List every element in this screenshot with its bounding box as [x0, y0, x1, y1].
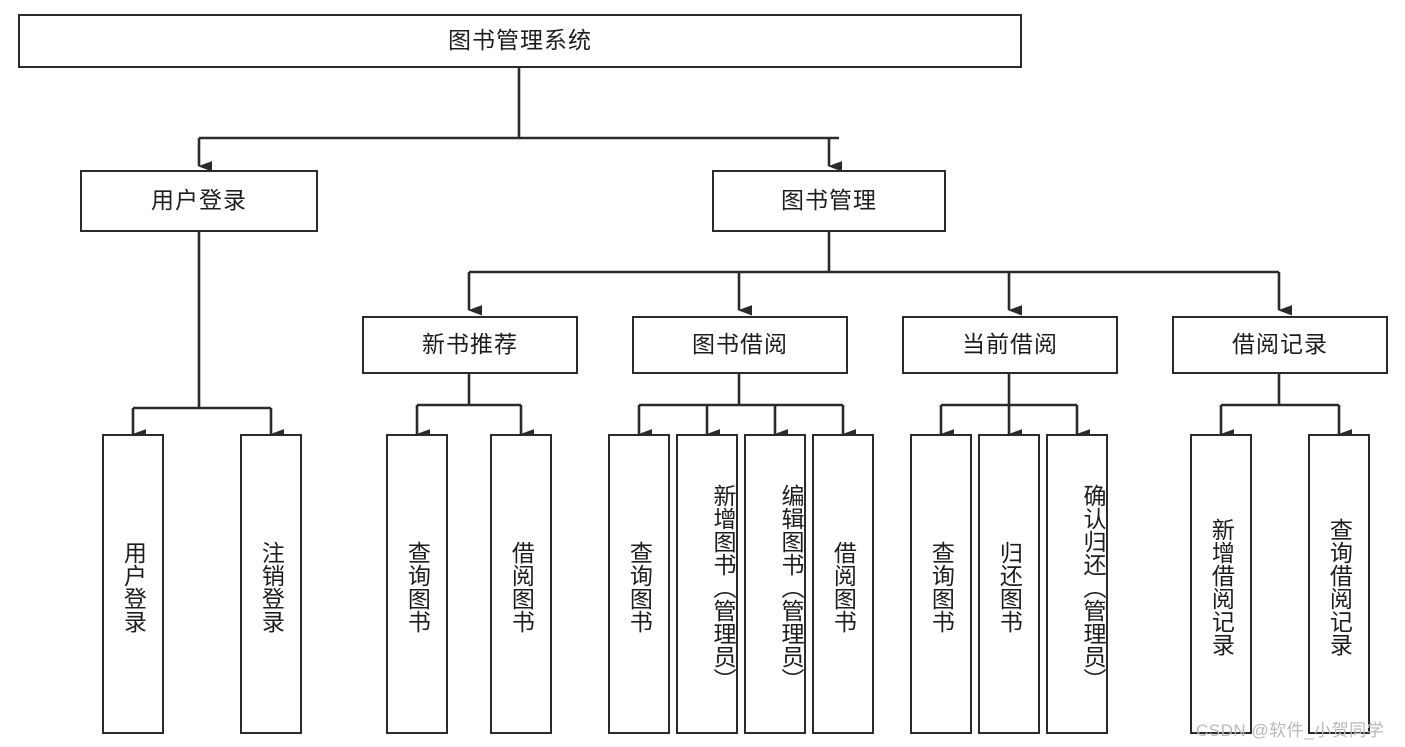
node-book-management-system[interactable]: 图书管理系统	[18, 14, 1022, 68]
leaf-add-borrow-record[interactable]: 新增借阅记录	[1190, 434, 1252, 734]
node-current-borrow[interactable]: 当前借阅	[902, 316, 1118, 374]
node-borrow-record[interactable]: 借阅记录	[1172, 316, 1388, 374]
leaf-query-book-current[interactable]: 查询图书	[910, 434, 972, 734]
leaf-query-book-borrow[interactable]: 查询图书	[608, 434, 670, 734]
leaf-user-login[interactable]: 用户登录	[102, 434, 164, 734]
node-label: 新书推荐	[422, 331, 518, 358]
node-label: 注销登录	[258, 541, 285, 633]
node-label: 借阅图书	[830, 541, 857, 633]
node-label: 用户登录	[120, 541, 147, 633]
node-label: 查询图书	[404, 541, 431, 633]
node-book-manage[interactable]: 图书管理	[712, 170, 946, 232]
node-label: 借阅记录	[1232, 331, 1328, 358]
leaf-confirm-return-admin[interactable]: 确认归还（管理员）	[1046, 434, 1108, 734]
leaf-borrow-book-recommend[interactable]: 借阅图书	[490, 434, 552, 734]
node-user-login[interactable]: 用户登录	[80, 170, 318, 232]
node-label: 新增借阅记录	[1208, 518, 1235, 656]
node-label: 查询图书	[928, 541, 955, 633]
leaf-query-borrow-record[interactable]: 查询借阅记录	[1308, 434, 1370, 734]
node-label: 归还图书	[996, 541, 1023, 633]
node-label: 查询图书	[626, 541, 653, 633]
node-label: 用户登录	[151, 187, 247, 214]
node-new-book-recommend[interactable]: 新书推荐	[362, 316, 578, 374]
node-book-borrow[interactable]: 图书借阅	[632, 316, 848, 374]
leaf-logout-login[interactable]: 注销登录	[240, 434, 302, 734]
node-label: 编辑图书（管理员）	[778, 483, 804, 691]
node-label: 新增图书（管理员）	[710, 483, 736, 691]
csdn-watermark: CSDN @软件_小贺同学	[1196, 721, 1385, 740]
node-label: 查询借阅记录	[1326, 518, 1353, 656]
node-label: 当前借阅	[962, 331, 1058, 358]
leaf-add-book-admin[interactable]: 新增图书（管理员）	[676, 434, 738, 734]
node-label: 确认归还（管理员）	[1080, 483, 1106, 691]
leaf-query-book-recommend[interactable]: 查询图书	[386, 434, 448, 734]
node-label: 借阅图书	[508, 541, 535, 633]
leaf-borrow-book-borrow[interactable]: 借阅图书	[812, 434, 874, 734]
leaf-edit-book-admin[interactable]: 编辑图书（管理员）	[744, 434, 806, 734]
node-label: 图书管理	[781, 187, 877, 214]
node-label: 图书管理系统	[448, 27, 592, 54]
node-label: 图书借阅	[692, 331, 788, 358]
leaf-return-book[interactable]: 归还图书	[978, 434, 1040, 734]
